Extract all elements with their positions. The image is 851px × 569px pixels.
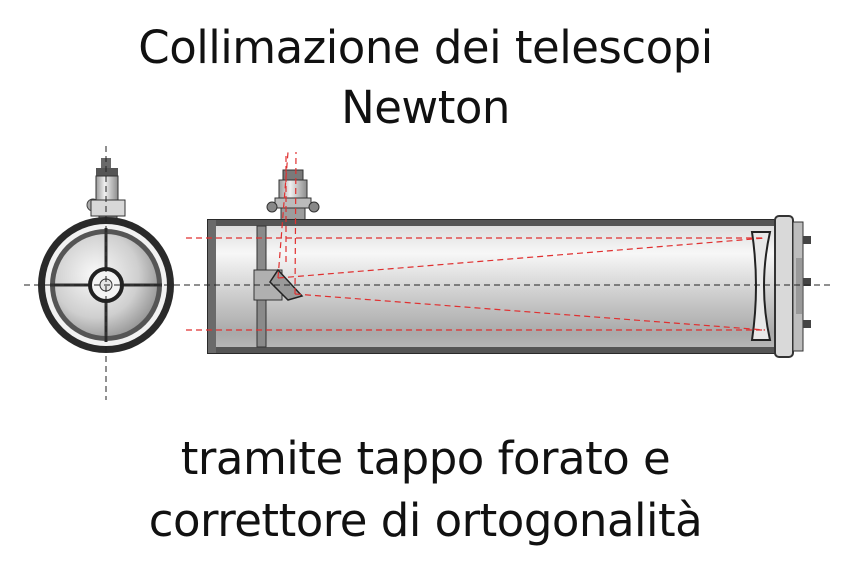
side-focuser bbox=[266, 169, 320, 221]
primary-mirror bbox=[750, 231, 772, 341]
title-line-2: Newton bbox=[341, 81, 510, 134]
light-rays bbox=[186, 151, 766, 331]
diagram-title: Collimazione dei telescopi Newton bbox=[0, 18, 851, 138]
subtitle-line-1: tramite tappo forato e bbox=[180, 432, 671, 485]
side-view bbox=[24, 146, 830, 400]
title-line-1: Collimazione dei telescopi bbox=[138, 21, 713, 74]
mirror-cell bbox=[774, 215, 811, 358]
newton-telescope-diagram bbox=[24, 146, 830, 400]
subtitle-line-2: correttore di ortogonalità bbox=[148, 494, 703, 547]
diagram-subtitle: tramite tappo forato e correttore di ort… bbox=[0, 428, 851, 552]
